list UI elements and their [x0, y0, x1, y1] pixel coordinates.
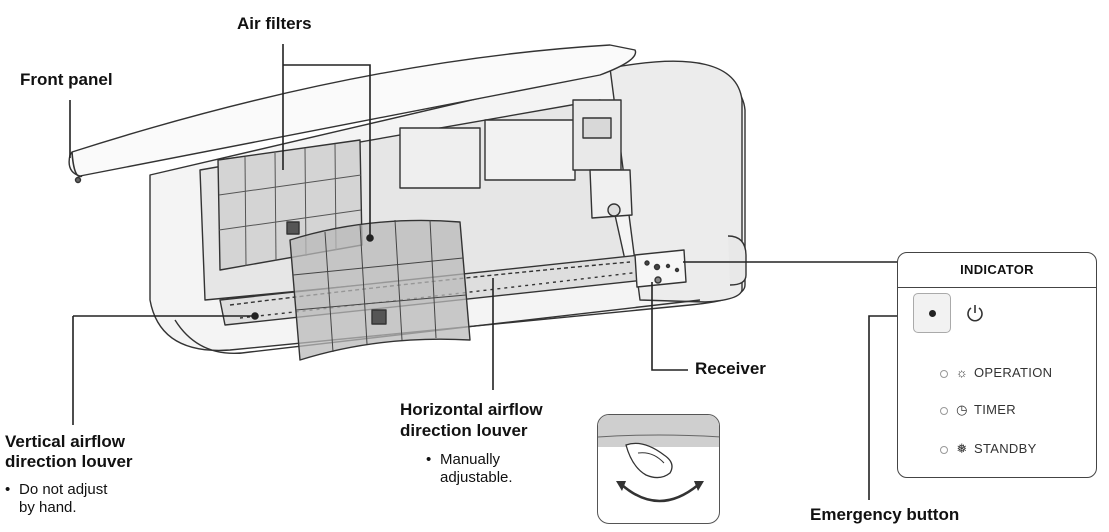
- emergency-button[interactable]: [913, 293, 951, 333]
- hand-icon: [625, 442, 673, 479]
- receiver-label: Receiver: [695, 359, 766, 378]
- leader-vertical-louver: [72, 315, 255, 425]
- indicator-panel: INDICATOR ☼OPERATION ◷TIMER ❅STANDBY: [897, 252, 1097, 478]
- indicator-row-standby: ❅STANDBY: [940, 441, 1037, 457]
- air-filters-label: Air filters: [237, 14, 312, 33]
- horizontal-louver-label-line1: Horizontal airflow: [400, 400, 543, 419]
- horizontal-louver-note-line2: adjustable.: [440, 469, 513, 486]
- vertical-louver-label-line2: direction louver: [5, 452, 133, 471]
- horizontal-louver-label-line2: direction louver: [400, 421, 528, 440]
- power-icon: [965, 303, 985, 323]
- fan-icon: ❅: [956, 441, 968, 456]
- emergency-button-label: Emergency button: [810, 505, 960, 524]
- indicator-row-timer: ◷TIMER: [940, 402, 1016, 418]
- clock-icon: ◷: [956, 402, 968, 417]
- front-air-filter: [289, 219, 471, 361]
- side-cap: [609, 60, 743, 303]
- manual-adjust-inset: [597, 414, 720, 524]
- vertical-louver-note-line1: Do not adjust: [5, 481, 107, 498]
- horizontal-louver-note-line1: Manually: [426, 451, 500, 468]
- swing-arrow-icon: [621, 484, 699, 503]
- leader-receiver: [651, 282, 688, 371]
- indicator-title: INDICATOR: [898, 253, 1096, 288]
- sun-icon: ☼: [955, 365, 969, 380]
- vertical-louver-note-line2: by hand.: [19, 499, 77, 516]
- indicator-window: [634, 249, 687, 288]
- front-panel-label: Front panel: [20, 70, 113, 89]
- leader-air-filters: [282, 44, 371, 238]
- indicator-row-operation: ☼OPERATION: [940, 365, 1052, 380]
- vertical-louver-label-line1: Vertical airflow: [5, 432, 125, 451]
